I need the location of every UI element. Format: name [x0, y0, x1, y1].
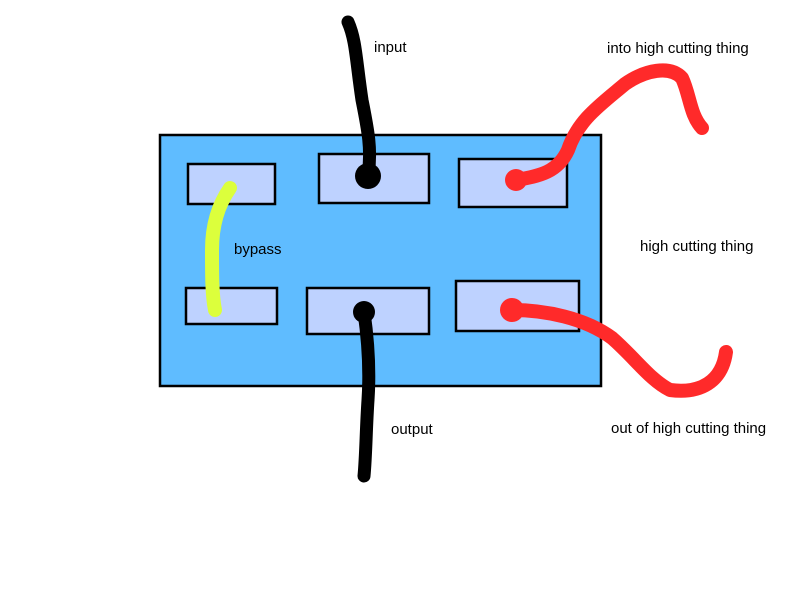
output-label: output [391, 421, 433, 438]
output-cable [357, 305, 376, 483]
bypass-cable [205, 181, 237, 317]
bypass-label: bypass [234, 241, 282, 258]
into-effect-plug [505, 169, 527, 191]
out-effect-cable [505, 303, 733, 398]
output-plug [353, 301, 375, 323]
effect-unit-label: high cutting thing [640, 238, 754, 255]
input-cable [341, 15, 377, 183]
input-label: input [374, 39, 407, 56]
input-plug [355, 163, 381, 189]
out-effect-plug [500, 298, 524, 322]
into-effect-label: into high cutting thing [607, 40, 749, 57]
slot-bottom-left [184, 286, 279, 326]
out-effect-label: out of high cutting thing [611, 420, 767, 437]
into-effect-cable [509, 63, 709, 187]
